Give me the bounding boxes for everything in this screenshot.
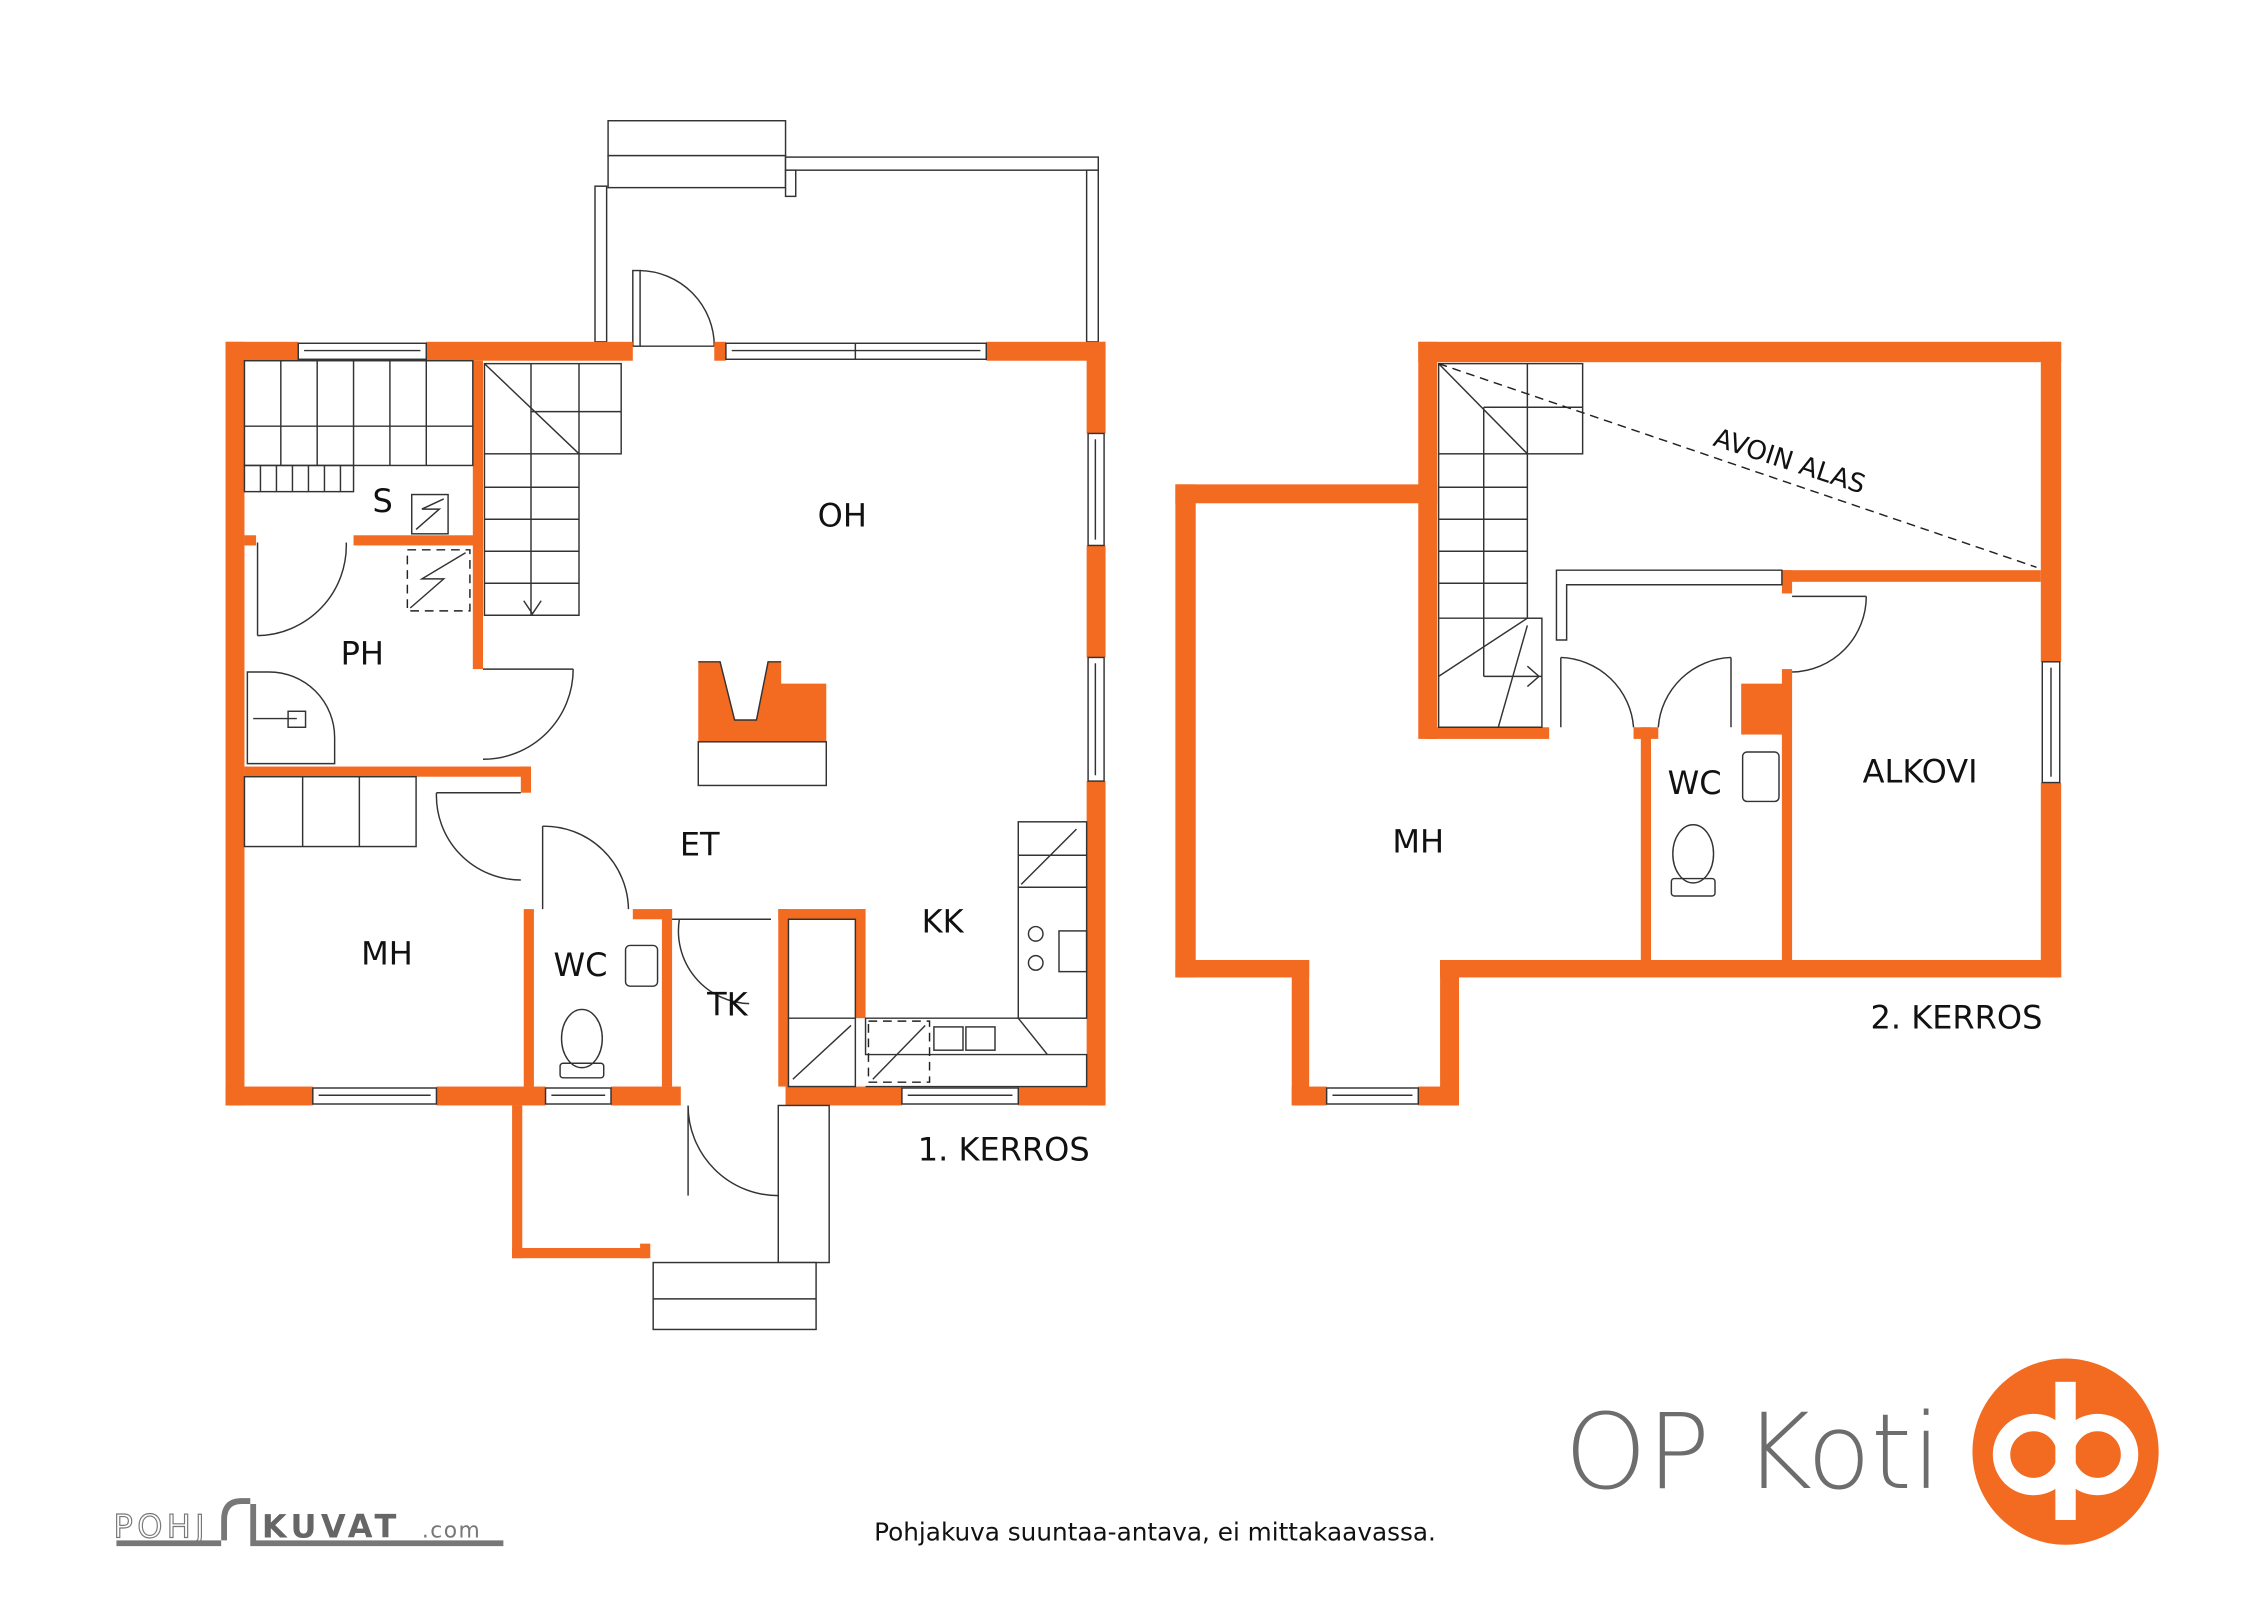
room-label-oh: OH	[818, 497, 867, 535]
windows	[297, 342, 1105, 1105]
floor-2-title: 2. KERROS	[1871, 998, 2043, 1036]
interior-walls	[244, 360, 866, 1087]
wardrobes	[243, 776, 417, 848]
staircase-1	[483, 362, 622, 616]
open-below-label: AVOIN ALAS	[1710, 423, 1869, 500]
floor-1-title: 1. KERROS	[918, 1131, 1090, 1169]
sauna-benches	[243, 360, 474, 612]
fireplace	[697, 661, 828, 787]
exterior-walls	[225, 341, 1106, 1259]
pohjakuvat-logo-part2: KUVAT	[262, 1507, 401, 1545]
exterior-walls-2	[1175, 341, 2062, 1106]
terrace-door	[632, 269, 715, 347]
op-logo-icon	[1972, 1358, 2159, 1545]
room-label-wc-2: WC	[1668, 764, 1722, 802]
room-label-alkovi: ALKOVI	[1863, 753, 1978, 791]
pohjakuvat-logo-part1: POHJ	[114, 1507, 209, 1545]
floor-1: OH S PH ET MH WC TK KK 1. KERROS	[225, 120, 1106, 1331]
room-label-ph: PH	[341, 635, 384, 673]
windows-2	[1325, 661, 2061, 1105]
room-label-et: ET	[680, 825, 720, 863]
porch-steps	[652, 1261, 817, 1331]
staircase-2	[1437, 362, 2037, 728]
kitchen-fixtures	[787, 821, 1088, 1088]
bathroom-fixtures	[246, 671, 659, 1079]
room-label-wc: WC	[553, 946, 607, 984]
room-label-kk: KK	[922, 902, 965, 940]
room-label-mh-2: MH	[1392, 822, 1444, 860]
disclaimer-text: Pohjakuva suuntaa-antava, ei mittakaavas…	[874, 1517, 1436, 1546]
room-label-tk: TK	[706, 985, 749, 1023]
op-koti-brand: OP Koti	[1565, 1391, 1942, 1513]
interior-walls-2	[1425, 570, 2041, 960]
doors-floor2	[1555, 569, 1867, 728]
terrace-outline	[594, 120, 1099, 343]
pohjakuvat-logo: POHJ KUVAT .com	[113, 1498, 504, 1547]
room-label-s: S	[372, 482, 392, 520]
floor-2: AVOIN ALAS MH WC ALKOVI 2. KERROS	[1175, 341, 2062, 1106]
pohjakuvat-logo-suffix: .com	[422, 1518, 481, 1543]
room-label-mh: MH	[361, 934, 413, 972]
wc-fixtures-2	[1670, 751, 1780, 897]
